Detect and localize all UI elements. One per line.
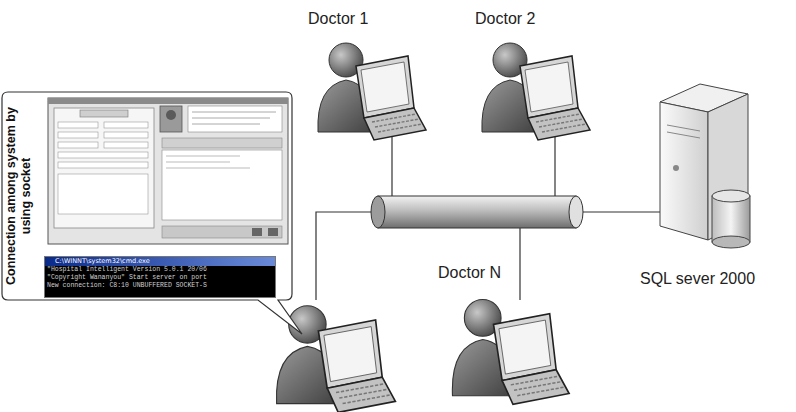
node-label: Doctor N (438, 264, 501, 282)
console-text: "Hospital Intelligent Version 5.0.1 20/0… (45, 266, 275, 274)
console-text: New connection: C8:10 UNBUFFERED SOCKET-… (45, 282, 275, 290)
callout-title: Connection among system by using socket (4, 96, 40, 296)
node-label: Doctor 2 (475, 10, 535, 28)
doctor-icon (482, 43, 590, 140)
workstation-node: Doctor N (430, 262, 580, 410)
workstation-node: Doctor 1 (300, 4, 450, 144)
node-label: SQL sever 2000 (640, 270, 755, 288)
network-pipe (371, 196, 583, 228)
node-label: Doctor 1 (308, 10, 368, 28)
workstation-node: Doctor 2 (465, 4, 615, 144)
console-text: "Copyright Wananyou" Start server on por… (45, 274, 275, 282)
server-node: SQL sever 2000 (630, 76, 796, 296)
console-text: C:\WINNT\system32\cmd.exe (45, 257, 275, 266)
app-screenshot (48, 98, 288, 244)
operator-icon (276, 306, 395, 412)
server-icon (660, 84, 750, 248)
doctor-icon (318, 43, 426, 140)
network-wire (316, 128, 662, 300)
console-window: C:\WINNT\system32\cmd.exe"Hospital Intel… (44, 256, 276, 298)
doctor-icon (452, 300, 569, 405)
callout-bubble (2, 92, 302, 334)
callout-box: Connection among system by using socketC… (2, 92, 292, 300)
